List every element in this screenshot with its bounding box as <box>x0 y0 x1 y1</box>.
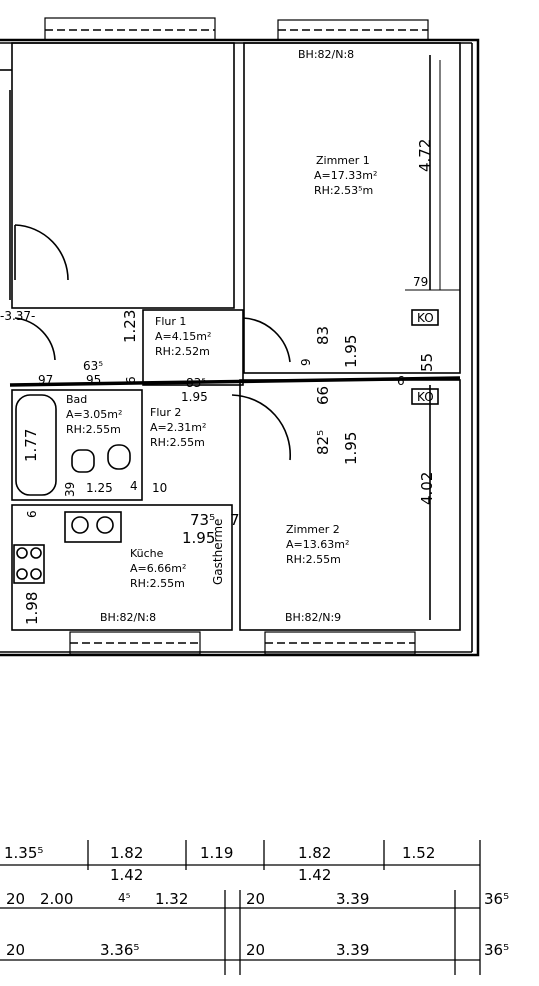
bottom-dim-2-5: 3.39 <box>336 890 369 908</box>
bottom-dim-1-0: 1.35⁵ <box>4 844 43 862</box>
dim-z1-height: 4.72 <box>416 139 434 172</box>
dim-flur-835: 83⁵ <box>186 376 206 390</box>
dim-39: 39 <box>63 482 77 497</box>
dim-66: 66 <box>314 386 332 405</box>
bottom-dim-2-0: 20 <box>6 890 25 908</box>
bad-area: A=3.05m² <box>66 408 122 421</box>
zimmer2-window: BH:82/N:9 <box>285 611 341 624</box>
bottom-dim-2-4: 20 <box>246 890 265 908</box>
bottom-dim-3-4: 36⁵ <box>484 941 509 959</box>
dim-735: 73⁵ <box>190 511 215 529</box>
dim-825: 82⁵ <box>314 430 332 455</box>
kueche-name: Küche <box>130 547 164 560</box>
bottom-dim-1-2: 1.19 <box>200 844 233 862</box>
bad-name: Bad <box>66 393 87 406</box>
zimmer1-window: BH:82/N:8 <box>298 48 354 61</box>
bottom-dim-3-0: 20 <box>6 941 25 959</box>
zimmer1-area: A=17.33m² <box>314 169 377 182</box>
dim-6c: 6 <box>25 510 39 518</box>
dim-125: 1.25 <box>86 481 113 495</box>
dim-79: 79 <box>413 275 428 289</box>
dim-9: 9 <box>299 358 313 366</box>
bottom-dim-2-6: 36⁵ <box>484 890 509 908</box>
dim-97: 97 <box>38 373 53 387</box>
flur1-name: Flur 1 <box>155 315 186 328</box>
bottom-dim-sub-0: 1.42 <box>110 866 143 884</box>
dim-4: 4 <box>130 479 138 493</box>
dim-z2-height: 4.02 <box>418 472 436 505</box>
kueche-window: BH:82/N:8 <box>100 611 156 624</box>
bottom-dim-3-1: 3.36⁵ <box>100 941 139 959</box>
flur1-area: A=4.15m² <box>155 330 211 343</box>
dim-95: 95 <box>86 373 101 387</box>
dim-337: -3.37- <box>0 309 35 323</box>
bottom-dim-2-1: 2.00 <box>40 890 73 908</box>
dim-635: 63⁵ <box>83 359 103 373</box>
bottom-dim-sub-1: 1.42 <box>298 866 331 884</box>
flur2-area: A=2.31m² <box>150 421 206 434</box>
dim-10: 10 <box>152 481 167 495</box>
bottom-dim-1-4: 1.52 <box>402 844 435 862</box>
bottom-dim-1-1: 1.82 <box>110 844 143 862</box>
dim-195b: 1.95 <box>342 432 360 465</box>
dim-55: 55 <box>418 353 436 372</box>
dim-6b: 6 <box>124 376 138 384</box>
dim-6: 6 <box>397 374 405 388</box>
dim-bad-177: 1.77 <box>22 429 40 462</box>
bottom-dim-2-3: 1.32 <box>155 890 188 908</box>
dim-198: 1.98 <box>23 592 41 625</box>
dim-83: 83 <box>314 326 332 345</box>
bottom-dim-3-2: 20 <box>246 941 265 959</box>
bottom-dim-2-2: 4⁵ <box>118 891 131 905</box>
gastherme-label: Gastherme <box>211 519 225 585</box>
kueche-area: A=6.66m² <box>130 562 186 575</box>
zimmer2-name: Zimmer 2 <box>286 523 340 536</box>
bad-height: RH:2.55m <box>66 423 121 436</box>
ko-label-2: KO <box>417 390 434 404</box>
zimmer1-height: RH:2.53⁵m <box>314 184 373 197</box>
dim-flur-195: 1.95 <box>181 390 208 404</box>
dim-195a: 1.95 <box>342 335 360 368</box>
ko-label-1: KO <box>417 311 434 325</box>
zimmer2-height: RH:2.55m <box>286 553 341 566</box>
dim-kue-195: 1.95 <box>182 529 215 547</box>
zimmer2-area: A=13.63m² <box>286 538 349 551</box>
bottom-dim-1-3: 1.82 <box>298 844 331 862</box>
flur2-name: Flur 2 <box>150 406 181 419</box>
kueche-height: RH:2.55m <box>130 577 185 590</box>
dim-123: 1.23 <box>121 310 139 343</box>
zimmer1-name: Zimmer 1 <box>316 154 370 167</box>
dim-7: 7 <box>230 511 240 529</box>
flur2-height: RH:2.55m <box>150 436 205 449</box>
flur1-height: RH:2.52m <box>155 345 210 358</box>
bottom-dim-3-3: 3.39 <box>336 941 369 959</box>
